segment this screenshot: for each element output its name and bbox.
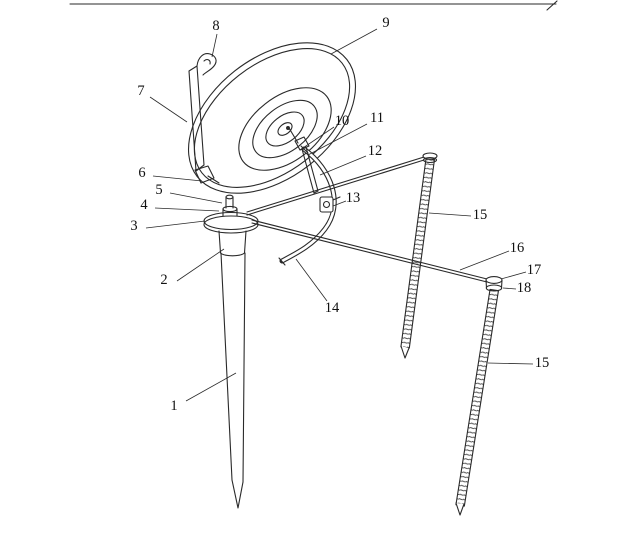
leader-line-5 bbox=[169, 192, 223, 204]
ground-stake bbox=[218, 230, 247, 509]
part-label-10: 10 bbox=[335, 113, 350, 129]
threaded-anchor-upper bbox=[400, 152, 438, 359]
leader-line-8 bbox=[211, 33, 218, 58]
part-label-17: 17 bbox=[527, 262, 542, 278]
part-label-16: 16 bbox=[510, 240, 525, 256]
leader-line-17 bbox=[500, 271, 527, 280]
target-rings bbox=[238, 87, 332, 171]
leader-line-14 bbox=[295, 258, 328, 302]
arm-mount bbox=[194, 165, 215, 184]
leader-line-6 bbox=[152, 175, 203, 182]
part-label-11: 11 bbox=[370, 110, 384, 126]
fork-hinge bbox=[294, 136, 310, 151]
leader-line-3 bbox=[145, 220, 206, 229]
leader-line-15a bbox=[428, 212, 472, 217]
part-label-14: 14 bbox=[325, 300, 340, 316]
part-label-15a: 15 bbox=[473, 207, 488, 223]
leader-lines bbox=[145, 28, 534, 402]
part-label-4: 4 bbox=[140, 197, 148, 213]
figure-frame-line bbox=[69, 0, 558, 11]
part-label-9: 9 bbox=[382, 15, 389, 31]
leader-line-7 bbox=[149, 96, 188, 123]
support-rod-lower bbox=[251, 219, 488, 283]
leader-line-16 bbox=[459, 250, 510, 271]
part-label-13: 13 bbox=[346, 190, 361, 206]
bracket-strut bbox=[288, 127, 319, 194]
part-label-15b: 15 bbox=[535, 355, 550, 371]
hook bbox=[196, 53, 217, 76]
anchor-collar bbox=[485, 284, 503, 292]
leader-line-11 bbox=[307, 123, 368, 156]
leader-line-18 bbox=[502, 287, 517, 290]
arc-clamp bbox=[319, 196, 341, 213]
anchor-cap bbox=[485, 276, 503, 284]
support-rod-upper bbox=[246, 156, 425, 216]
part-label-7: 7 bbox=[137, 83, 144, 99]
part-label-2: 2 bbox=[160, 272, 167, 288]
leader-line-2 bbox=[176, 248, 225, 282]
leader-line-13 bbox=[332, 200, 347, 207]
leader-line-9 bbox=[330, 28, 378, 55]
part-label-18: 18 bbox=[517, 280, 532, 296]
leader-line-10 bbox=[299, 126, 335, 151]
support-arm bbox=[188, 53, 220, 184]
part-labels: 8 9 7 10 11 12 6 5 13 4 3 15 16 2 17 18 … bbox=[130, 15, 549, 414]
leader-line-1 bbox=[185, 372, 237, 402]
part-label-3: 3 bbox=[130, 218, 137, 234]
threaded-anchor-lower bbox=[455, 276, 503, 516]
base-flange bbox=[203, 211, 259, 231]
leader-line-15b bbox=[487, 362, 534, 365]
leader-line-12 bbox=[319, 155, 367, 176]
part-label-1: 1 bbox=[170, 398, 177, 414]
part-label-12: 12 bbox=[368, 143, 383, 159]
part-label-5: 5 bbox=[155, 182, 162, 198]
leader-line-4 bbox=[154, 207, 220, 212]
part-label-8: 8 bbox=[212, 18, 219, 34]
part-label-6: 6 bbox=[138, 165, 145, 181]
